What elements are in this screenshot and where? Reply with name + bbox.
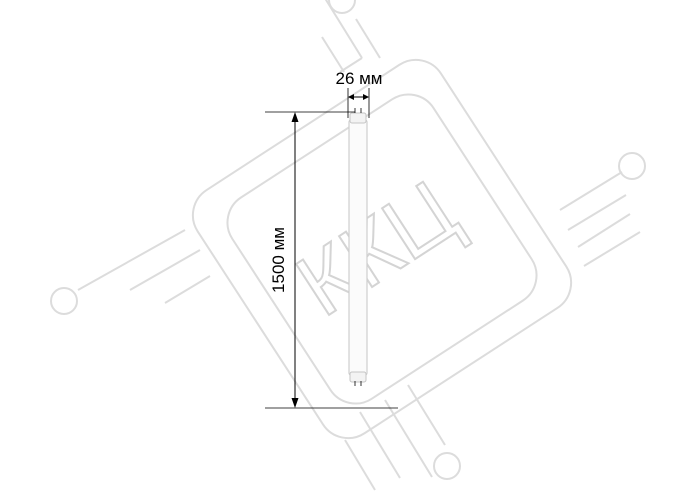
tube-body <box>348 119 368 376</box>
watermark-text: ККЦ <box>279 160 474 334</box>
watermark-node-left <box>50 287 78 315</box>
tube-cap-top <box>349 112 367 124</box>
watermark-frame-outer <box>191 58 573 440</box>
width-arrow-right <box>363 94 369 100</box>
watermark-node-bottom <box>433 452 461 480</box>
tube-cap-bottom <box>349 371 367 383</box>
length-arrow-bottom <box>291 398 299 408</box>
watermark-connectors <box>77 0 641 491</box>
width-label: 26 мм <box>335 69 382 88</box>
watermark-node-top <box>328 0 356 14</box>
length-arrow-top <box>291 112 299 122</box>
length-label: 1500 мм <box>269 227 288 293</box>
width-arrow-left <box>348 94 354 100</box>
length-dimension: 1500 мм <box>265 111 398 409</box>
fluorescent-tube <box>348 108 368 386</box>
watermark-node-right <box>618 152 646 180</box>
watermark-frame-inner <box>226 93 538 405</box>
width-dimension: 26 мм <box>335 69 383 118</box>
